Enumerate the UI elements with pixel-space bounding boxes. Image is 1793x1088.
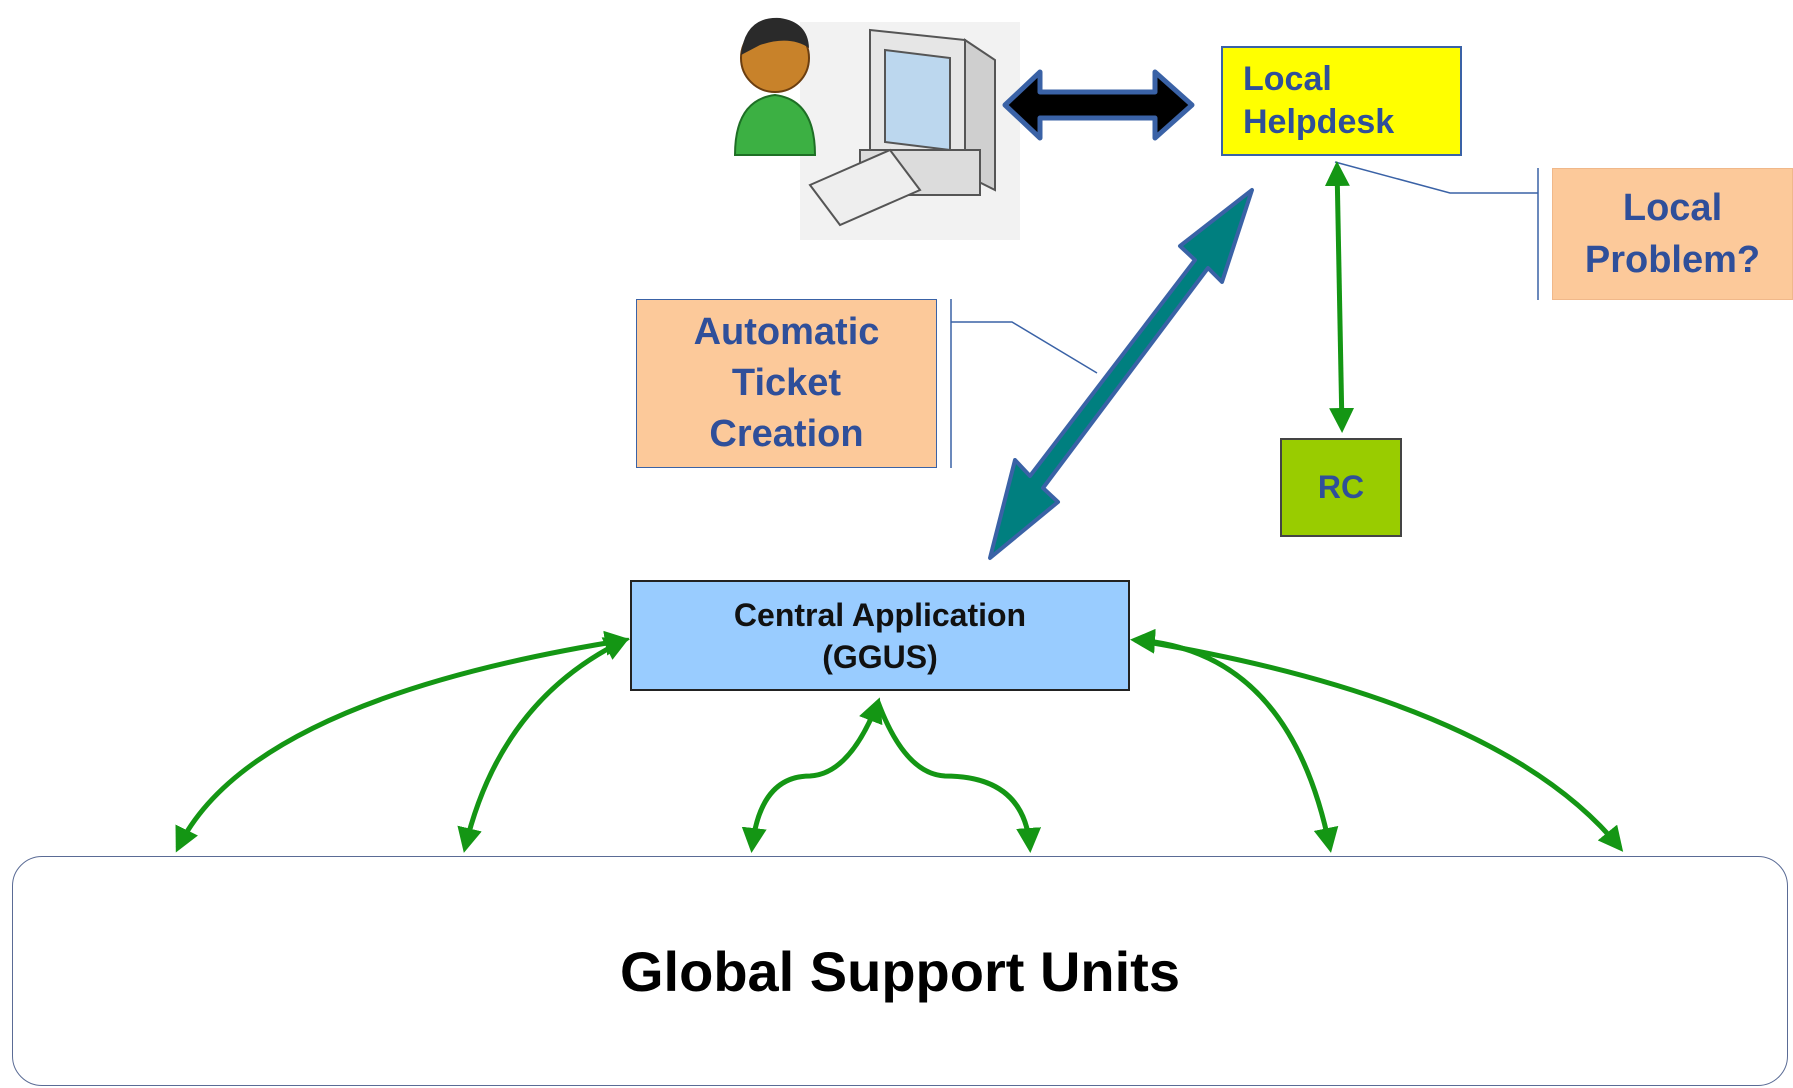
local-problem-callout: Local Problem? [1552,168,1793,300]
automatic-ticket-arrow [988,188,1254,560]
local-helpdesk-box: Local Helpdesk [1221,46,1462,156]
computer-icon [800,22,1020,240]
connector-center-left [741,697,883,853]
central-application-label: Central Application (GGUS) [733,596,1027,675]
double-arrow-icon [1002,69,1195,141]
local-helpdesk-label: Local Helpdesk [1243,60,1395,141]
connector-left-inner [457,637,630,853]
rc-box: RC [1280,438,1402,537]
automatic-ticket-label: Automatic Ticket Creation [693,311,880,455]
automatic-ticket-callout: Automatic Ticket Creation [636,299,937,468]
connector-right-outer [1134,637,1624,852]
connector-right-inner [1130,628,1339,853]
helpdesk-rc-connector [1324,161,1355,433]
global-support-units-label: Global Support Units [620,939,1180,1003]
user-icon [733,17,817,156]
local-problem-leader [1334,161,1538,194]
central-application-box: Central Application (GGUS) [630,580,1130,691]
connector-center-right [875,701,1042,853]
rc-label: RC [1317,469,1365,505]
auto-ticket-leader [951,321,1098,374]
global-support-units-box: Global Support Units [12,856,1788,1086]
local-problem-label: Local Problem? [1584,187,1761,281]
connector-left-outer [175,630,630,853]
